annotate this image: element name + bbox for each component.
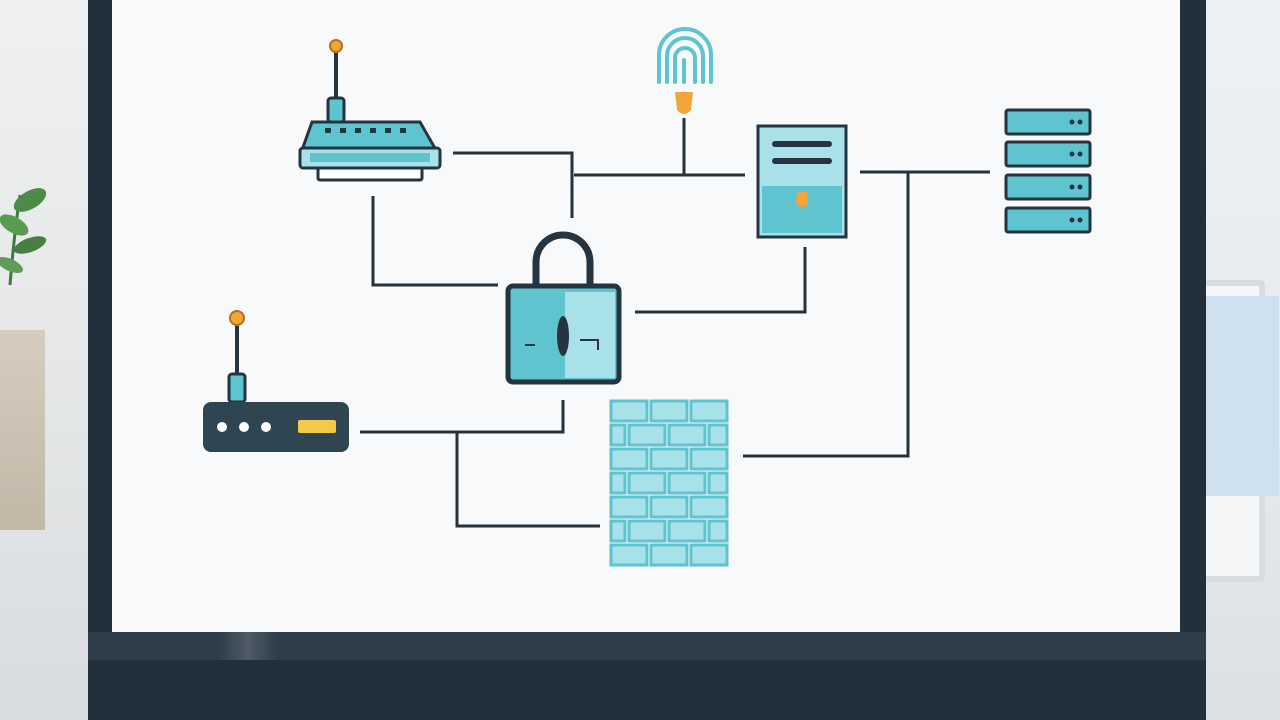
firewall-brick (707, 519, 729, 543)
connector-padlock-to-docserver (635, 247, 807, 314)
firewall-brick (609, 447, 649, 471)
firewall-brick (689, 399, 729, 423)
firewall-brick (707, 471, 729, 495)
modem-icon (203, 310, 349, 452)
connector-modem-to-firewall (455, 432, 600, 528)
firewall-brick (667, 471, 707, 495)
firewall-brick (649, 495, 689, 519)
firewall-brick (627, 423, 667, 447)
firewall-brick (667, 519, 707, 543)
connector-router-to-padlock (371, 196, 498, 287)
connector-rack-to-firewall (743, 172, 910, 458)
plant-decor (0, 188, 47, 286)
firewall-brick (609, 399, 649, 423)
firewall-brick (649, 447, 689, 471)
firewall-brick (609, 495, 649, 519)
firewall-brick (707, 423, 729, 447)
firewall-brick (649, 399, 689, 423)
padlock-icon (505, 231, 622, 385)
connector-modem-to-padlock (360, 400, 565, 434)
firewall-brick (689, 495, 729, 519)
firewall-brick-icon (609, 399, 729, 567)
document-server-icon (756, 124, 848, 239)
firewall-brick (627, 519, 667, 543)
firewall-brick (649, 543, 689, 567)
firewall-brick (609, 471, 627, 495)
server-rack-icon (1004, 108, 1092, 234)
firewall-brick (689, 447, 729, 471)
shelf-decor (0, 330, 45, 530)
firewall-brick (609, 519, 627, 543)
connector-lines (360, 118, 990, 528)
monitor-bezel (88, 632, 1206, 660)
firewall-brick (667, 423, 707, 447)
router-icon (298, 39, 442, 182)
firewall-brick (689, 543, 729, 567)
fingerprint-icon (657, 27, 713, 114)
firewall-brick (609, 543, 649, 567)
connector-router-to-hub (453, 151, 574, 218)
firewall-brick (627, 471, 667, 495)
firewall-brick (609, 423, 627, 447)
